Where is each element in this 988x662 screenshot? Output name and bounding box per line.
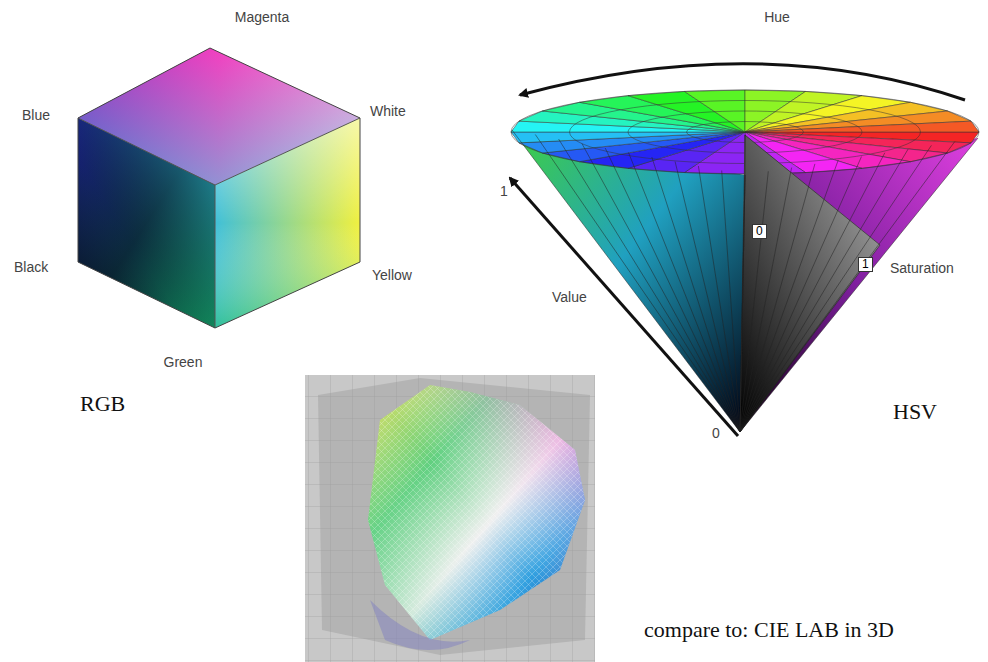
cone-mesh-line [629,153,741,433]
axis-tick: 1 [858,257,873,272]
axis-tick: 1 [500,184,508,199]
corner-label: Yellow [372,268,412,283]
axis-label: Hue [764,10,790,25]
cone-mesh-line [698,166,740,432]
cone-mesh-line [740,175,745,432]
cie-lab-plot [305,375,595,662]
axis-tick: 0 [752,224,767,239]
corner-label: Green [164,355,203,370]
corner-label: Blue [22,108,50,123]
rgb-cube [78,48,360,328]
cone-mesh-line [652,157,740,432]
corner-label: Magenta [235,10,289,25]
cone-mesh-line [740,142,955,432]
axis-tick: 0 [712,426,720,441]
axis-label: Saturation [890,261,954,276]
hue-sector [745,121,979,132]
hue-sector [511,132,745,143]
corner-label: White [370,104,406,119]
cone-mesh-line [740,160,838,432]
corner-label: Black [14,260,48,275]
axis-label: Value [552,290,587,305]
cone-mesh-line [740,145,931,432]
cone-mesh-line [675,162,740,433]
space-name: HSV [893,400,937,424]
cone-mesh-line [605,148,740,432]
space-name: RGB [80,392,125,416]
caption-note: compare to: CIE LAB in 3D [644,618,894,642]
cone-mesh-line [722,171,740,433]
cone-mesh-line [740,138,978,432]
cone-mesh-line [740,157,862,433]
cone-mesh-line [740,164,815,432]
cone-mesh-line [740,153,885,432]
cone-mesh-line [740,149,908,432]
cone-mesh-line [740,168,792,432]
